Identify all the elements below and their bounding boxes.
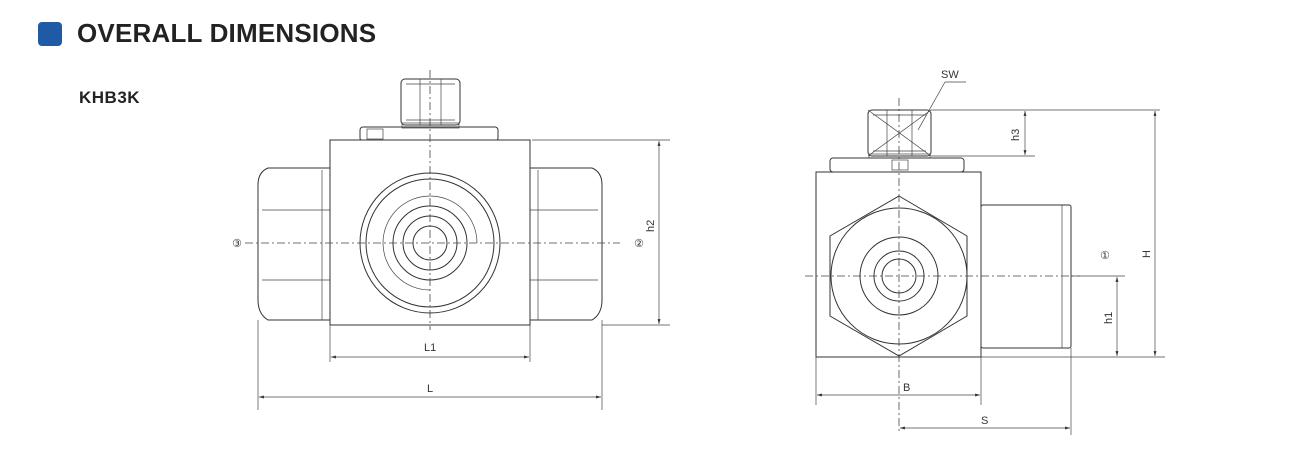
dim-h2-label: h2 <box>645 220 657 232</box>
left-port-fitting <box>257 167 331 321</box>
side-port-label: ① <box>1100 250 1110 262</box>
section-header: OVERALL DIMENSIONS <box>38 18 376 49</box>
front-port-left-label: ③ <box>232 238 242 250</box>
model-label: KHB3K <box>79 88 141 107</box>
dim-H-label: H <box>1141 250 1153 258</box>
stem-nut <box>400 78 461 126</box>
side-valve-body <box>815 171 982 358</box>
dim-S-label: S <box>981 415 988 427</box>
dim-L1-label: L1 <box>424 342 436 354</box>
section-title: OVERALL DIMENSIONS <box>77 18 377 48</box>
dim-B-label: B <box>903 382 910 394</box>
dim-SW-label: SW <box>941 69 959 81</box>
front-port-right-label: ② <box>634 238 644 250</box>
side-port <box>980 204 1072 349</box>
header-square-icon <box>38 21 62 46</box>
dim-h3-label: h3 <box>1010 129 1022 141</box>
dim-h1-label: h1 <box>1103 312 1115 324</box>
front-view: ③ ② h2 L1 L <box>232 70 670 410</box>
dim-L-label: L <box>427 383 433 395</box>
side-view: SW h3 H ① h1 B S <box>805 69 1165 435</box>
right-port-fitting <box>529 167 603 321</box>
